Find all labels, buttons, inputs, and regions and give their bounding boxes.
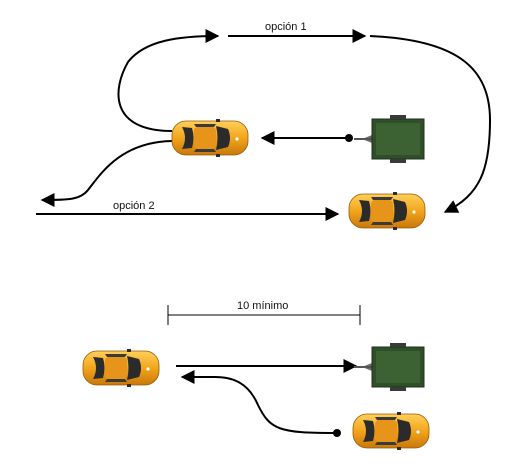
- return-path-bottom: [180, 370, 336, 434]
- start-dot-top: [345, 134, 353, 142]
- car-top-right: [348, 191, 426, 231]
- car-bottom-right: [352, 411, 430, 451]
- option1-path-left: [117, 29, 220, 132]
- option1-path-right: [369, 35, 492, 213]
- trailer-top: [353, 114, 425, 164]
- trailer-bottom: [353, 342, 425, 392]
- start-dot-bottom: [333, 429, 341, 437]
- car-bottom-left: [82, 348, 160, 388]
- option1-label: opción 1: [265, 21, 307, 33]
- option2-label: opción 2: [113, 200, 155, 212]
- car-top-center: [171, 118, 249, 158]
- dimension-label: 10 mínimo: [237, 300, 288, 312]
- option2-exit-path: [40, 140, 173, 207]
